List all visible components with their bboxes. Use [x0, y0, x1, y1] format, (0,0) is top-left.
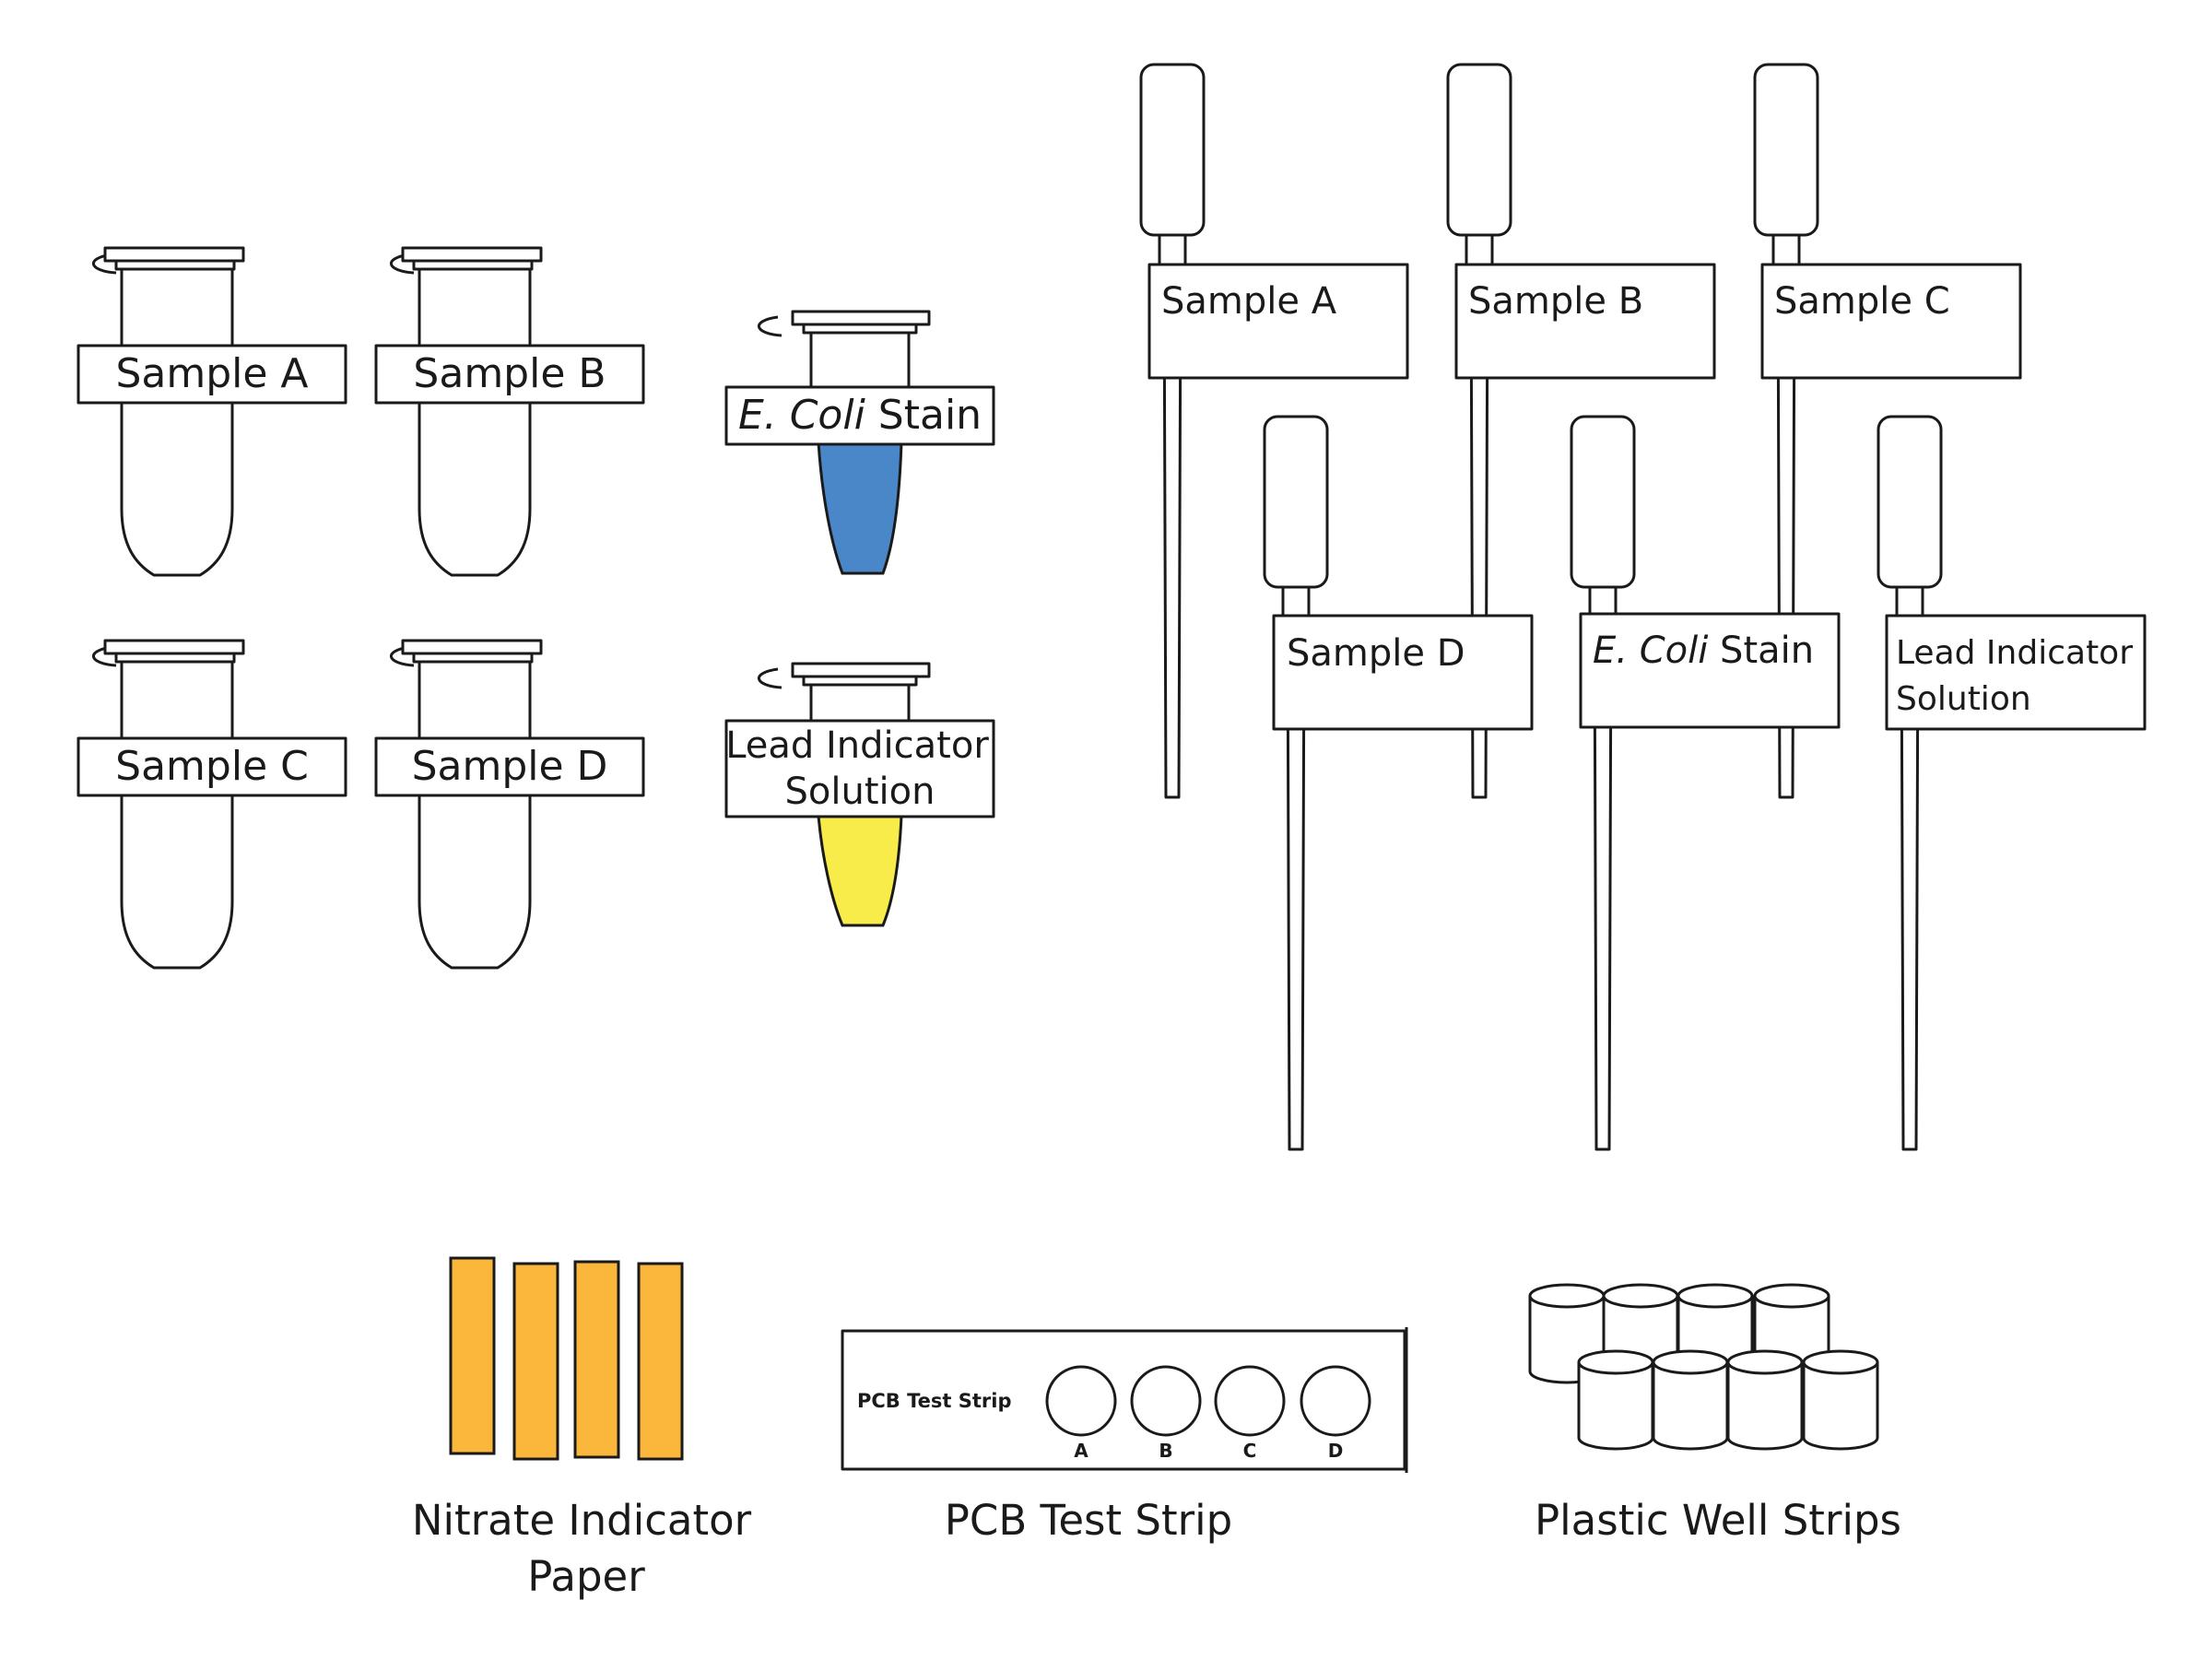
tube-sample-a: Sample A — [76, 246, 347, 577]
pipette-label-box — [1760, 263, 2022, 380]
plastic-well-strips: Plastic Well Strips — [1528, 1283, 1901, 1545]
well-cup — [1802, 1349, 1879, 1451]
pipette-sample-a: Sample A — [1139, 63, 1409, 799]
pipette-label: Sample C — [1774, 280, 1950, 323]
pipette-e-coli-stain: E. Coli Stain — [1570, 415, 1841, 1151]
nitrate-strip — [449, 1256, 496, 1455]
pcb-well-label: D — [1328, 1440, 1344, 1462]
tube-label-line1: Lead Indicator — [725, 724, 989, 767]
tube-label: Sample D — [412, 743, 608, 790]
tube-label-box — [76, 344, 347, 405]
pipette-sample-c: Sample C — [1753, 63, 2022, 799]
tube-sample-d: Sample D — [374, 639, 645, 970]
nitrate-caption-line2: Paper — [527, 1552, 645, 1601]
pipette-label: Sample A — [1161, 280, 1337, 323]
nitrate-strip — [573, 1260, 620, 1459]
pcb-test-strip: PCB Test Strip A B C D PCB Test Strip — [841, 1327, 1408, 1545]
e-coli-stain-liquid — [817, 441, 903, 575]
tube-label-box — [76, 736, 347, 797]
tube-e-coli-stain: E. Coli Stain — [724, 310, 995, 575]
pipette-label-box — [1579, 612, 1841, 729]
pcb-well — [1300, 1365, 1371, 1437]
pipette-label: Sample D — [1287, 632, 1465, 675]
pipette-label-line2: Solution — [1896, 680, 2031, 718]
pcb-well-label: A — [1074, 1440, 1088, 1462]
pcb-well — [1130, 1365, 1202, 1437]
nitrate-indicator-paper: Nitrate Indicator Paper — [412, 1256, 752, 1601]
tube-label: Sample C — [115, 743, 309, 790]
well-strips-caption: Plastic Well Strips — [1535, 1496, 1901, 1545]
tube-sample-b: Sample B — [374, 246, 645, 577]
nitrate-caption-line1: Nitrate Indicator — [412, 1496, 752, 1545]
pcb-well-label: B — [1159, 1440, 1172, 1462]
pipette-label-box — [1272, 614, 1534, 731]
pcb-well — [1214, 1365, 1286, 1437]
tube-label: Sample A — [115, 350, 308, 397]
tube-sample-c: Sample C — [76, 639, 347, 970]
well-cup — [1577, 1349, 1654, 1451]
pipette-label: Sample B — [1468, 280, 1643, 323]
pipette-label-box — [1147, 263, 1409, 380]
nitrate-strip — [512, 1262, 559, 1461]
tube-label-box — [374, 344, 645, 405]
pcb-well — [1045, 1365, 1117, 1437]
tube-label-box — [374, 736, 645, 797]
well-cup — [1652, 1349, 1729, 1451]
nitrate-strip — [637, 1262, 684, 1461]
tube-lead-indicator: Lead Indicator Solution — [724, 662, 995, 927]
pipette-label-box — [1454, 263, 1716, 380]
tube-label-box — [724, 719, 995, 818]
pipette-label: E. Coli Stain — [1593, 629, 1814, 672]
pcb-strip-inner-label: PCB Test Strip — [857, 1390, 1012, 1412]
tube-label-line2: Solution — [785, 771, 935, 813]
lead-indicator-liquid — [817, 814, 903, 927]
well-cup — [1726, 1349, 1804, 1451]
tube-label: E. Coli Stain — [738, 392, 982, 439]
pipette-sample-d: Sample D — [1263, 415, 1534, 1151]
tube-label-box — [724, 385, 995, 446]
pipette-label-box — [1885, 614, 2147, 731]
pipette-label-line1: Lead Indicator — [1896, 634, 2133, 672]
pcb-caption: PCB Test Strip — [945, 1496, 1232, 1545]
pipette-lead-indicator: Lead Indicator Solution — [1877, 415, 2147, 1151]
well-strip-front — [1577, 1349, 1879, 1451]
tube-label: Sample B — [413, 350, 606, 397]
pcb-well-label: C — [1243, 1440, 1257, 1462]
